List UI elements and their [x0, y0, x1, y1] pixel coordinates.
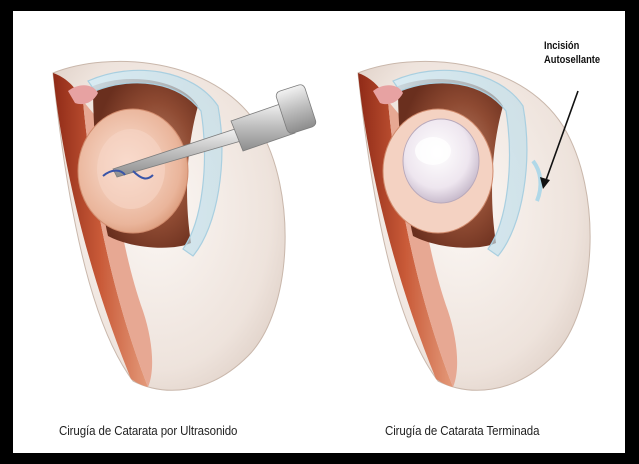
illustration-panel: Incisión Autosellante Cirugía de Catarat…: [13, 11, 625, 453]
eye-illustration: [13, 11, 625, 453]
incision-label-line1: Incisión: [544, 40, 579, 53]
left-caption: Cirugía de Catarata por Ultrasonido: [59, 424, 237, 438]
incision-label-line2: Autosellante: [544, 54, 600, 67]
right-eye: [358, 61, 590, 390]
left-eye: [53, 61, 317, 390]
right-caption: Cirugía de Catarata Terminada: [385, 424, 539, 438]
